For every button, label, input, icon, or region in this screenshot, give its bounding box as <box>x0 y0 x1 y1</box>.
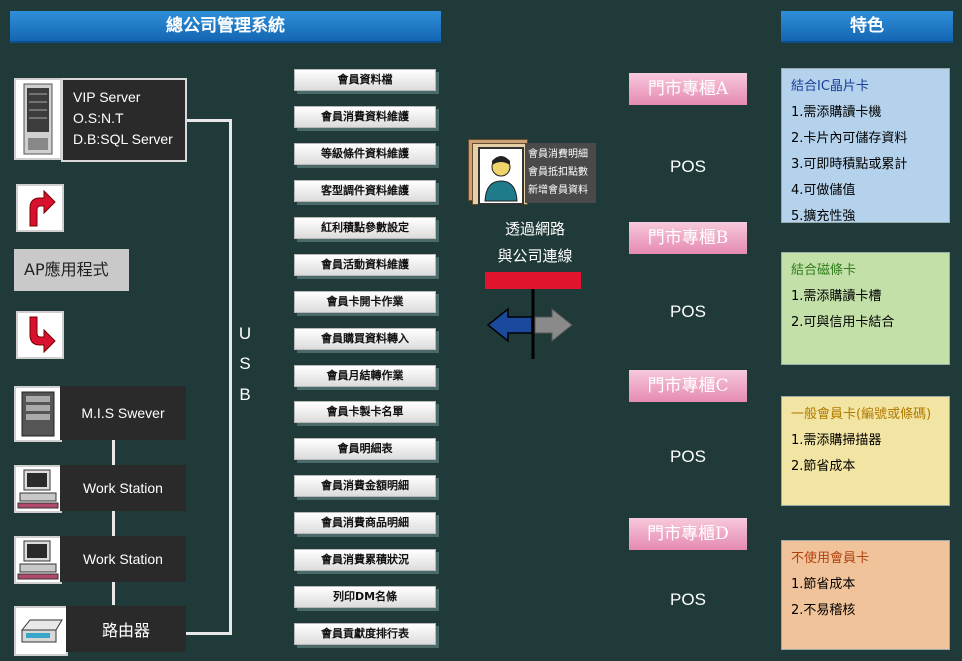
mis-server-icon <box>14 386 62 442</box>
menu-card-production-list[interactable]: 會員卡製卡名單 <box>294 401 436 423</box>
pos-b: POS <box>670 302 706 321</box>
store-c[interactable]: 門市專櫃C <box>629 370 747 402</box>
feature-item: 1.需添購讀卡機 <box>791 105 882 120</box>
vip-server-icon <box>14 78 62 160</box>
feature-item: 3.可即時積點或累計 <box>791 157 908 172</box>
member-card-line-2: 會員抵扣點數 <box>528 167 588 178</box>
network-text-1: 透過網路 <box>504 220 565 238</box>
feature-item: 1.節省成本 <box>791 577 856 592</box>
menu-customer-type[interactable]: 客型調件資料維護 <box>294 180 436 202</box>
feature-ic-card-title: 結合IC晶片卡 <box>791 79 869 94</box>
router-icon <box>14 606 68 656</box>
features-title: 特色 <box>781 11 953 43</box>
menu-monthly-closing[interactable]: 會員月結轉作業 <box>294 365 436 387</box>
feature-ic-card: 結合IC晶片卡 1.需添購讀卡機 2.卡片內可儲存資料 3.可即時積點或累計 4… <box>781 68 950 224</box>
feature-magnetic-card: 結合磁條卡 1.需添購讀卡槽 2.可與信用卡結合 <box>781 252 950 365</box>
vip-server-name: VIP Server <box>73 89 141 105</box>
menu-member-file[interactable]: 會員資料檔 <box>294 69 436 91</box>
mis-vertical-connector <box>112 440 115 605</box>
menu-spending-product-detail[interactable]: 會員消費商品明細 <box>294 512 436 534</box>
usb-label-u: U <box>238 324 252 343</box>
feature-item: 2.不易稽核 <box>791 603 856 618</box>
menu-member-consumption-maintenance[interactable]: 會員消費資料維護 <box>294 106 436 128</box>
feature-item: 4.可做儲值 <box>791 183 856 198</box>
menu-member-activities[interactable]: 會員活動資料維護 <box>294 254 436 276</box>
system-title: 總公司管理系統 <box>10 11 441 43</box>
menu-level-conditions[interactable]: 等級條件資料維護 <box>294 143 436 165</box>
bidirectional-arrow-icon <box>486 289 576 359</box>
store-b[interactable]: 門市專櫃B <box>629 222 747 254</box>
menu-print-dm-labels[interactable]: 列印DM名條 <box>294 586 436 608</box>
menu-member-detail-report[interactable]: 會員明細表 <box>294 438 436 460</box>
vip-server-db: D.B:SQL Server <box>73 131 173 147</box>
feature-magnetic-card-title: 結合磁條卡 <box>791 263 857 278</box>
feature-no-card-title: 不使用會員卡 <box>791 551 870 566</box>
usb-label-b: B <box>239 385 251 404</box>
feature-item: 2.可與信用卡結合 <box>791 315 895 330</box>
member-card-line-3: 新增會員資料 <box>528 185 588 196</box>
store-d[interactable]: 門市專櫃D <box>629 518 747 550</box>
ap-application-label: AP應用程式 <box>14 249 129 291</box>
pos-c: POS <box>670 447 706 466</box>
usb-label-s: S <box>239 354 251 373</box>
router-box: 路由器 <box>66 606 186 652</box>
vip-server-os: O.S:N.T <box>73 110 124 126</box>
feature-item: 2.卡片內可儲存資料 <box>791 131 908 146</box>
upload-arrow-icon <box>16 184 64 232</box>
menu-bonus-points-params[interactable]: 紅利積點參數設定 <box>294 217 436 239</box>
feature-item: 5.擴充性強 <box>791 209 856 224</box>
menu-spending-amount-detail[interactable]: 會員消費金額明細 <box>294 475 436 497</box>
menu-purchase-import[interactable]: 會員購買資料轉入 <box>294 328 436 350</box>
workstation-icon <box>14 536 62 584</box>
menu-spending-accumulation[interactable]: 會員消費累積狀況 <box>294 549 436 571</box>
router-connector <box>185 632 231 635</box>
download-arrow-icon <box>16 311 64 359</box>
feature-general-card: 一般會員卡(編號或條碼) 1.需添購掃描器 2.節省成本 <box>781 396 950 506</box>
member-card-graphic: 會員消費明細 會員抵扣點數 新增會員資料 <box>468 139 598 205</box>
feature-item: 2.節省成本 <box>791 459 856 474</box>
feature-item: 1.需添購讀卡槽 <box>791 289 882 304</box>
member-card-line-1: 會員消費明細 <box>528 149 588 160</box>
workstation-1-box: Work Station <box>60 465 186 511</box>
feature-general-card-title: 一般會員卡(編號或條碼) <box>791 407 932 422</box>
vip-server-box: VIP Server O.S:N.T D.B:SQL Server <box>61 78 187 162</box>
menu-contribution-ranking[interactable]: 會員貢獻度排行表 <box>294 623 436 645</box>
feature-no-card: 不使用會員卡 1.節省成本 2.不易稽核 <box>781 540 950 650</box>
connection-bar <box>485 272 581 289</box>
menu-card-activation[interactable]: 會員卡開卡作業 <box>294 291 436 313</box>
usb-bus-line <box>229 119 232 635</box>
pos-d: POS <box>670 590 706 609</box>
vip-connector <box>185 119 231 122</box>
store-a[interactable]: 門市專櫃A <box>629 73 747 105</box>
pos-a: POS <box>670 157 706 176</box>
workstation-2-box: Work Station <box>60 536 186 582</box>
member-photo-icon <box>478 147 524 205</box>
feature-item: 1.需添購掃描器 <box>791 433 882 448</box>
network-text-2: 與公司連線 <box>497 247 573 265</box>
workstation-icon <box>14 465 62 513</box>
mis-server-box: M.I.S Swever <box>60 386 186 440</box>
